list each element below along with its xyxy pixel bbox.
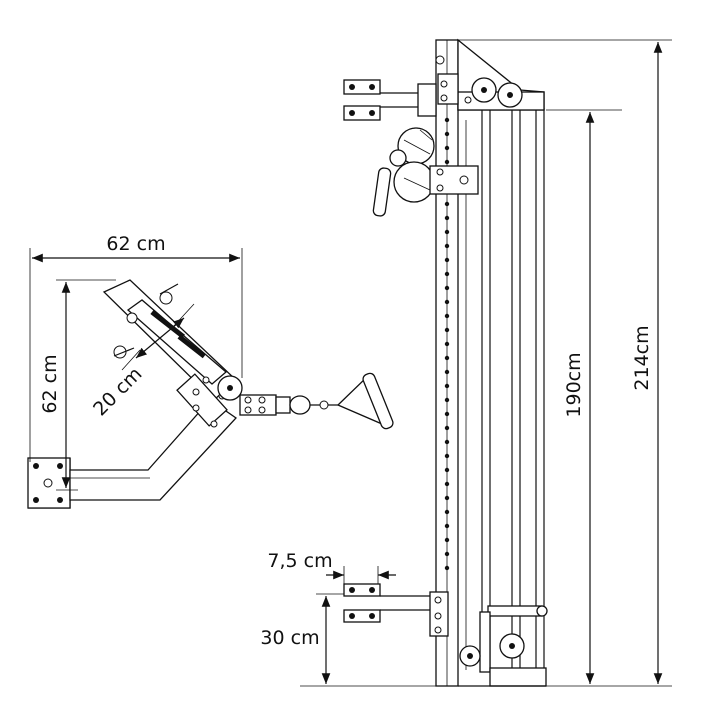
upright-frame-drawing: 214cm 190cm 7,5 cm 30 cm [260, 38, 672, 687]
adjustment-wheel [372, 127, 479, 217]
upright-hole [444, 313, 450, 319]
upright-hole [444, 467, 450, 473]
upright-hole [444, 551, 450, 557]
top-wall-bracket [343, 79, 437, 121]
upright-hole [444, 425, 450, 431]
upright-hole [444, 537, 450, 543]
lower-wall-bracket [343, 583, 449, 637]
upright-hole [444, 201, 450, 207]
upright-hole [444, 355, 450, 361]
dim-bracket-width: 7,5 cm [267, 550, 396, 584]
upright-hole [444, 439, 450, 445]
upright-hole [444, 271, 450, 277]
upright-hole [444, 411, 450, 417]
dim-arm-width-label: 62 cm [106, 233, 165, 255]
dim-bracket-height: 30 cm [260, 593, 436, 687]
upright-hole [444, 369, 450, 375]
dim-arm-height: 62 cm [39, 279, 116, 491]
dim-arm-slot-label: 20 cm [89, 363, 146, 420]
dim-total-height-label: 214cm [631, 325, 653, 390]
upright-hole [444, 131, 450, 137]
upright-hole [444, 383, 450, 389]
upright-hole [444, 397, 450, 403]
upright-hole [444, 229, 450, 235]
dim-total-height: 214cm [458, 39, 672, 687]
upright-hole [444, 117, 450, 123]
upright-hole [444, 453, 450, 459]
bottom-pulley-assembly [458, 605, 548, 687]
upright-hole [444, 341, 450, 347]
upright-hole [444, 327, 450, 333]
upright-hole [444, 257, 450, 263]
swivel-arm-drawing: 62 cm 62 cm 20 cm [27, 233, 394, 509]
triangle-handle [336, 372, 394, 430]
upright-hole [444, 299, 450, 305]
dim-inner-height: 190cm [546, 109, 622, 684]
arm-slotted-bar [126, 299, 227, 385]
dim-arm-width: 62 cm [29, 233, 243, 462]
upright-hole [444, 509, 450, 515]
dim-arm-height-label: 62 cm [39, 354, 61, 413]
dim-bracket-width-label: 7,5 cm [267, 550, 332, 572]
upright-hole [444, 145, 450, 151]
upright-hole [444, 159, 450, 165]
upright-hole [444, 285, 450, 291]
upright-hole [444, 495, 450, 501]
upright-hole [444, 481, 450, 487]
upright-hole [444, 243, 450, 249]
upright-hole [444, 523, 450, 529]
upright-hole [444, 565, 450, 571]
upright-hole [444, 215, 450, 221]
arm-horizontal-tube [69, 399, 237, 501]
dim-inner-height-label: 190cm [563, 352, 585, 417]
dim-bracket-height-label: 30 cm [260, 627, 319, 649]
upright-hole-column [444, 117, 450, 571]
